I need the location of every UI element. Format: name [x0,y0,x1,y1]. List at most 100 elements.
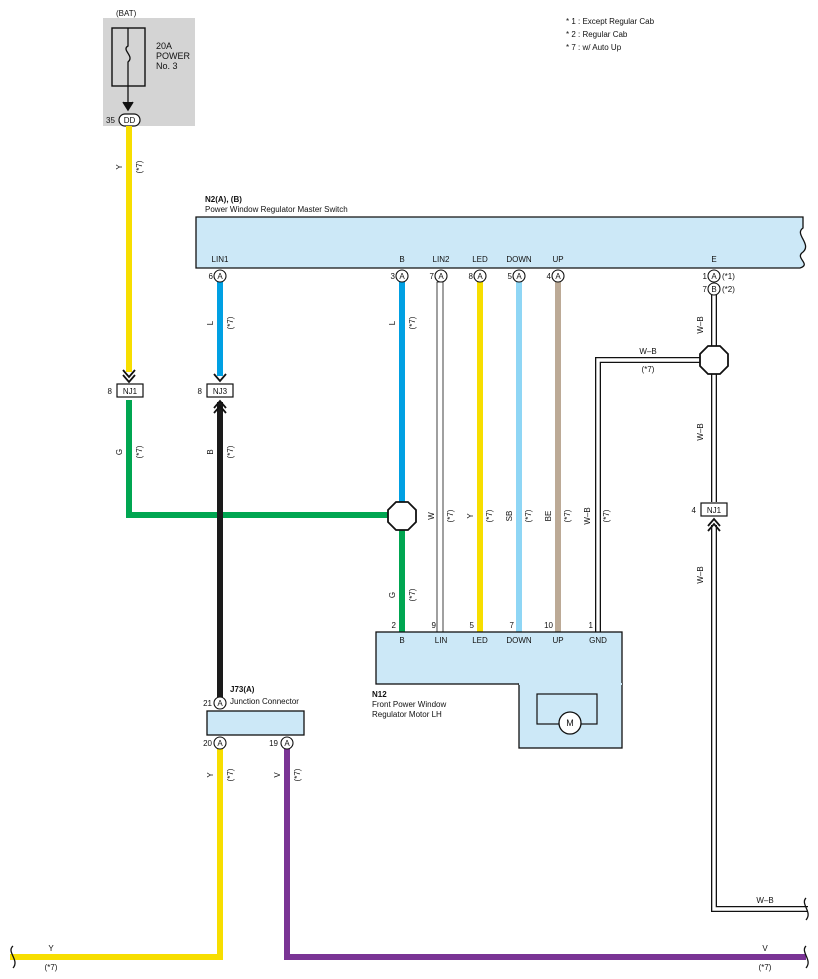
pin-circle [280,736,294,750]
wire-note: (*7) [226,768,235,781]
terminal-up-label: UP [552,255,563,264]
wire-label: W–B [639,347,656,356]
wire-note: (*7) [293,768,302,781]
wire-note: (*7) [45,963,58,972]
master-switch-id: N2(A), (B) [205,195,242,204]
svg-text:(*2): (*2) [722,285,735,294]
svg-text:A: A [555,272,561,281]
splice-point-wb [699,345,729,375]
fuse-pin: 35 [106,116,115,125]
svg-text:A: A [711,272,717,281]
svg-text:NJ3: NJ3 [213,387,228,396]
front-power-window-motor: M N12 Front Power Window Regulator Motor… [372,621,623,749]
terminal-e-label: E [711,255,716,264]
wire-label: BE [544,511,553,522]
svg-text:(*1): (*1) [722,272,735,281]
master-switch-box [195,216,807,269]
svg-text:A: A [217,272,223,281]
pin-circle [395,269,409,283]
svg-text:7: 7 [430,272,435,281]
motor-icon [558,711,582,735]
note-except-regular-cab: * 1 : Except Regular Cab [566,17,655,26]
wires [10,126,808,960]
svg-text:A: A [217,739,223,748]
wire-yellow-junction-out [10,749,223,960]
wire-note: (*7) [602,509,611,522]
svg-text:20: 20 [203,739,212,748]
wire-break-right-icon [803,945,809,969]
svg-text:21: 21 [203,699,212,708]
motor-name-line2: Regulator Motor LH [372,710,442,719]
wire-label: W–B [696,423,705,440]
wire-note: (*7) [408,588,417,601]
svg-text:3: 3 [391,272,396,281]
svg-text:6: 6 [209,272,214,281]
pin-circle [707,269,721,283]
wire-label: G [388,592,397,598]
svg-text:A: A [477,272,483,281]
wire-note: (*7) [408,316,417,329]
wire-label: Y [466,513,475,519]
svg-text:B: B [711,285,716,294]
note-regular-cab: * 2 : Regular Cab [566,30,628,39]
svg-text:9: 9 [432,621,437,630]
terminal-b-label: B [399,255,404,264]
fuse-number: No. 3 [156,61,178,71]
wire-note: (*7) [524,509,533,522]
svg-text:A: A [438,272,444,281]
connector-nj3: NJ3 8 [198,373,234,414]
wire-label: V [762,944,768,953]
junction-connector-j73: J73(A) Junction Connector 21 A 20 A 19 A [203,685,305,750]
motor-connector-box [375,631,623,685]
wire-note: (*7) [485,509,494,522]
svg-text:LED: LED [472,636,488,645]
wire-label: Y [206,772,215,778]
wire-label: W [427,512,436,520]
wire-label: W–B [696,566,705,583]
svg-text:DOWN: DOWN [506,636,532,645]
pin-circle [434,269,448,283]
wire-note: (*7) [226,316,235,329]
pin-circle [512,269,526,283]
svg-text:4: 4 [547,272,552,281]
svg-text:M: M [566,718,574,728]
svg-text:A: A [516,272,522,281]
chevron-down-icon [122,369,136,384]
power-window-master-switch: N2(A), (B) Power Window Regulator Master… [195,195,807,296]
wire-break-left-icon [10,945,16,969]
svg-text:A: A [399,272,405,281]
svg-text:4: 4 [692,506,697,515]
svg-text:7: 7 [510,621,515,630]
fuse-source: (BAT) [116,9,137,18]
wire-label: Y [115,164,124,170]
wire-note: (*7) [563,509,572,522]
wire-label: L [388,320,397,325]
wire-break-wb-icon [803,897,809,921]
pin-circle [473,269,487,283]
svg-text:NJ1: NJ1 [123,387,138,396]
pin-circle [213,696,227,710]
wire-label: B [206,449,215,454]
svg-text:8: 8 [469,272,474,281]
wire-label: V [273,772,282,778]
fuse-rating: 20A [156,41,172,51]
wire-note: (*7) [642,365,655,374]
chevron-up-icon [213,399,227,414]
svg-text:A: A [284,739,290,748]
wire-label: Y [48,944,54,953]
wire-white-lin [436,281,444,633]
motor-name-line1: Front Power Window [372,700,446,709]
wire-wb-ground-out [711,525,808,912]
pin-circle [707,282,721,296]
fuse-background [103,18,195,126]
terminal-down-label: DOWN [506,255,532,264]
svg-text:5: 5 [470,621,475,630]
pin-circle [551,269,565,283]
wire-labels: Y (*7) L (*7) L (*7) W–B G (*7) B (*7) W… [45,160,774,972]
wire-label: W–B [583,507,592,524]
wire-label: SB [505,511,514,522]
svg-text:DD: DD [124,116,136,125]
wire-label: G [115,449,124,455]
wire-green-nj1-splice [126,400,390,518]
